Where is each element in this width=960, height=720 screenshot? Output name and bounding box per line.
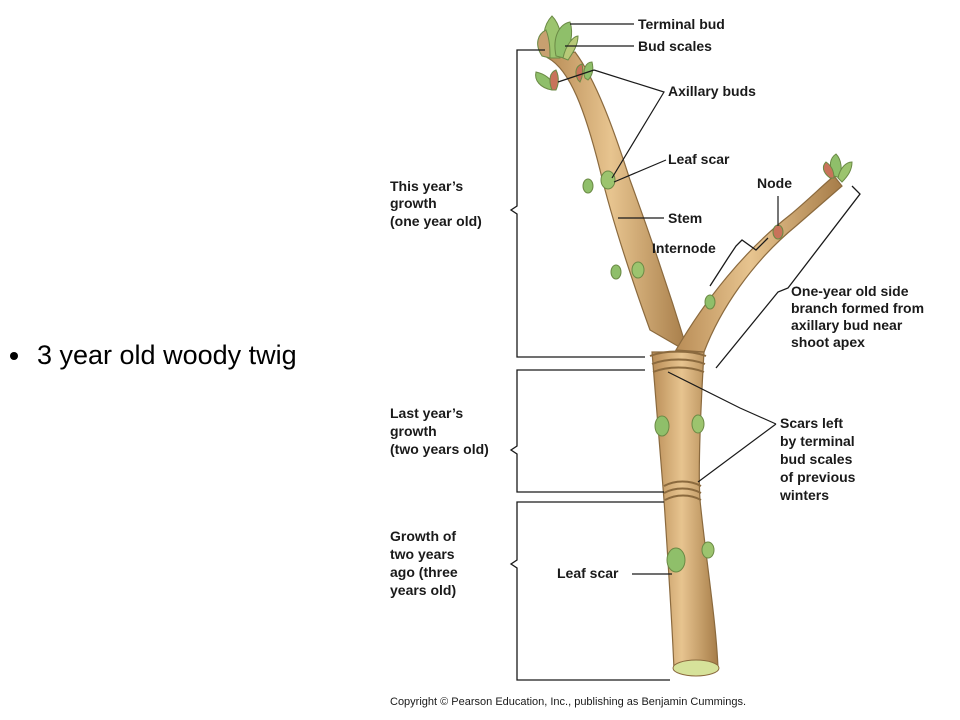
label-internode: Internode [652,240,716,256]
label-bud-scales: Bud scales [638,38,712,54]
label-terminal-bud: Terminal bud [638,16,725,32]
label-side-branch: One-year old side branch formed from axi… [791,283,928,350]
label-scars-left: Scars left by terminal bud scales of pre… [779,415,859,503]
bud-scale-scar-upper [649,350,707,373]
twig-stem [546,51,843,677]
label-node: Node [757,175,792,191]
label-axillary-buds: Axillary buds [668,83,756,99]
side-branch-buds [704,153,853,310]
label-leaf-scar-upper: Leaf scar [668,151,730,167]
bullet-item: 3 year old woody twig [10,340,297,371]
axillary-buds [535,61,594,91]
terminal-bud [537,15,579,61]
label-stem: Stem [668,210,702,226]
stem-buds [582,170,715,573]
label-this-years-growth: This year’s growth (one year old) [390,178,482,229]
label-last-years-growth: Last year’s growth (two years old) [390,405,489,457]
bullet-dot [10,351,18,360]
bud-scale-scar-lower [663,480,702,501]
leader-lines [557,23,779,575]
growth-brackets [509,49,670,681]
label-leaf-scar-lower: Leaf scar [557,565,619,581]
bullet-text: 3 year old woody twig [37,340,297,370]
side-branch-brackets [709,185,861,369]
copyright-text: Copyright © Pearson Education, Inc., pub… [390,696,746,708]
label-growth-two-years-ago: Growth of two years ago (three years old… [390,528,462,598]
